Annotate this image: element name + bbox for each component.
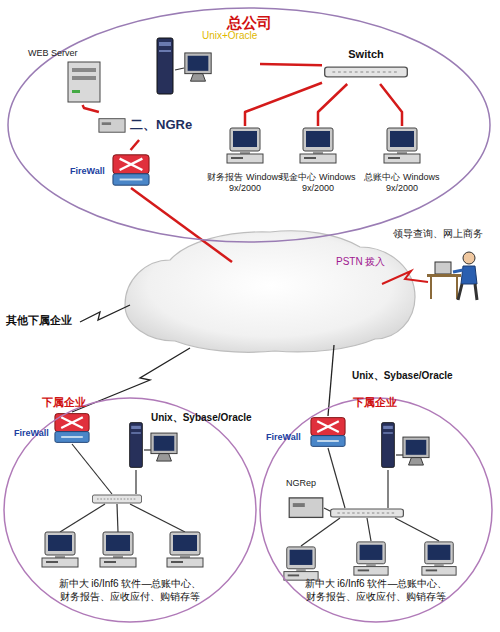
cable [72,444,112,494]
internet-cloud [125,231,415,352]
cable [301,518,340,546]
pc-icon [167,532,203,567]
device-label: FireWall [266,432,310,443]
gateway-icon [289,498,323,518]
zone-ellipse [4,398,256,622]
workstation: 总账中心 Windows 9x/2000 [357,126,447,210]
server-tower [157,38,173,94]
workstation: 财务报告 Windows 9x/2000 [200,126,290,210]
network-link [380,84,402,126]
pc-icon [384,128,420,163]
cable [367,518,371,541]
workstation: 现金中心 Windows 9x/2000 [273,126,363,210]
firewall: FireWall [14,410,94,450]
zone-title: 下属企业 [42,396,102,410]
device-label: FireWall [70,166,114,177]
pc-icon [354,542,388,575]
pc-icon [300,128,336,163]
firewall-icon [55,414,89,443]
server-monitor [403,437,429,465]
network-switch: Switch [322,48,410,84]
web-server: WEB Server [28,48,110,105]
zone-title: 下属企业 [353,396,413,410]
software-note: 新中大 i6/Inf6 软件—总账中心、财务报告、应收应付、购销存等 [55,578,205,603]
switch-icon [325,67,408,77]
remote-user: 领导查询、网上商务 [380,228,495,308]
cable [175,68,184,70]
device-label: Unix、Sybase/Oracle [151,412,269,425]
device-label: 总账中心 Windows 9x/2000 [357,172,447,195]
firewall-icon [311,418,345,447]
ngrep-gateway: NGRep [284,478,334,528]
device-label: Unix+Oracle [202,30,264,43]
network-label: PSTN 拨入 [336,256,400,269]
web-server-icon [68,62,100,102]
pc-icon [422,542,456,575]
remote-user-icon [427,252,477,300]
server-monitor [185,53,211,81]
software-note: 新中大 i6/Inf6 软件—总账中心、财务报告、应收应付、购销存等 [301,578,451,603]
server-tower [130,423,143,468]
device-label: Switch [322,48,410,62]
database-server: Unix、Sybase/Oracle [125,412,270,474]
uplink-line [131,188,232,262]
cable [130,504,185,532]
cable [135,470,136,494]
network-link [245,83,322,126]
branch-zone: 下属企业新中大 i6/Inf6 软件—总账中心、财务报告、应收应付、购销存等 Fi… [2,396,258,624]
server-monitor [151,433,177,461]
hub-icon [92,495,141,503]
zone-outline [6,6,492,244]
device-label: 领导查询、网上商务 [380,228,495,241]
server-tower [382,423,395,468]
network-link [260,64,322,65]
pc-icon [100,532,136,567]
pc-icon [227,128,263,163]
pc-icon [42,532,78,567]
zone-ellipse [260,398,492,622]
pc-icon [284,547,318,580]
device-label: 财务报告 Windows 9x/2000 [200,172,290,195]
network-link [131,140,140,150]
dialup-line [382,271,428,284]
network-link [318,84,347,126]
firewall: FireWall [266,414,350,454]
network-link [83,105,99,112]
zone-outline [258,396,494,624]
branch-link [80,305,130,322]
branch-link [72,348,190,412]
zone-ellipse [8,8,490,242]
network-label: 其他下属企业 [6,314,96,328]
zone-title: 总公司 [6,14,492,33]
device-label: WEB Server [28,48,98,59]
cable [60,504,105,532]
firewall-icon [113,155,149,185]
cable [395,518,439,541]
cable [387,470,388,508]
cable [117,504,118,532]
cable [328,448,345,508]
hub-icon [331,509,404,517]
device-label: 现金中心 Windows 9x/2000 [273,172,363,195]
device-label: 二、NGRe [130,117,206,133]
ngre-gateway: 二、NGRe [96,112,206,140]
firewall: FireWall [70,150,152,196]
gateway-icon [99,119,125,133]
database-server: Unix+Oracle [150,28,260,98]
device-label: FireWall [14,428,58,439]
device-label: NGRep [286,478,334,489]
headquarters-zone: 总公司Unix+OracleWEB ServerSwitch二、NGReFire… [6,6,492,244]
branch-zone: 下属企业新中大 i6/Inf6 软件—总账中心、财务报告、应收应付、购销存等 Fi… [258,396,494,624]
network-label: Unix、Sybase/Oracle [352,370,477,383]
